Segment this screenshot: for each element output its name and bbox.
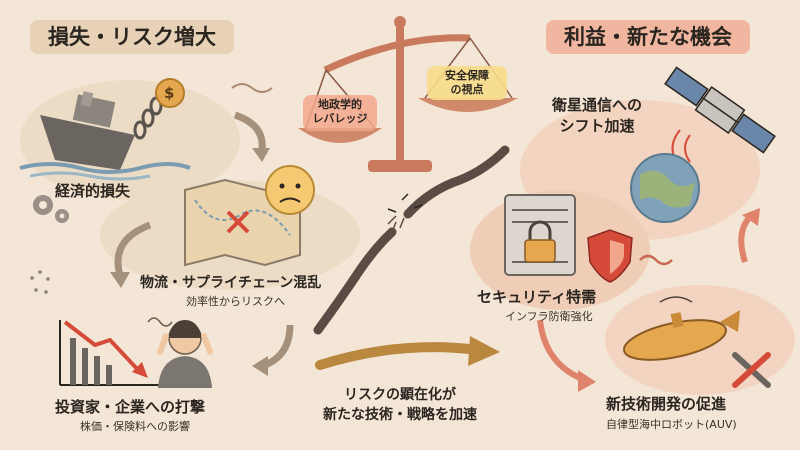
losses-heading: 損失・リスク増大: [30, 20, 234, 54]
economic-loss-label: 経済的損失: [55, 182, 131, 200]
wave-right-icon: [639, 254, 673, 266]
satellite-icon: [664, 66, 776, 169]
submarine-icon: [623, 296, 740, 361]
scale-right-label: 安全保障 の視点: [445, 69, 489, 96]
broken-cable-icon: [313, 145, 510, 335]
falling-chart-icon: [59, 320, 160, 386]
chain-icon: [133, 96, 163, 140]
arrow-ship-to-map: [233, 111, 266, 151]
sinking-ship-icon: [19, 91, 191, 181]
scribble-icon: [30, 270, 50, 294]
arrow-map-to-investor: [114, 221, 152, 276]
coin-symbol: $: [164, 84, 175, 102]
arrow-right-up-icon: [738, 212, 755, 263]
gear-icon: [33, 195, 69, 223]
wave-icon: [231, 83, 273, 93]
arrow-to-tech-icon: [537, 319, 587, 383]
tech-sub-label: 自律型海中ロボット(AUV): [606, 418, 737, 431]
worried-face-icon: [265, 165, 315, 215]
center-arrow-icon: [315, 342, 483, 370]
globe-icon: [630, 153, 700, 223]
center-caption: リスクの顕在化が 新たな技術・戦略を加速: [323, 387, 477, 423]
investor-sub-label: 株価・保険料への影響: [80, 420, 190, 433]
scale-left-label: 地政学的 レバレッジ: [312, 98, 368, 125]
investor-impact-label: 投資家・企業への打撃: [55, 398, 206, 416]
security-demand-label: セキュリティ特需: [477, 288, 597, 306]
stress-squiggle-icon: [147, 317, 173, 327]
stressed-person-icon: [157, 320, 213, 388]
logistics-disruption-label: 物流・サプライチェーン混乱: [140, 275, 322, 291]
padlock-icon: [524, 220, 556, 263]
server-icon: [504, 194, 576, 276]
tech-development-label: 新技術開発の促進: [606, 395, 727, 413]
gains-heading: 利益・新たな機会: [546, 20, 750, 54]
security-sub-label: インフラ防衛強化: [505, 310, 593, 323]
shield-icon: [587, 229, 633, 283]
wrench-icon: [732, 352, 771, 388]
balance-scale-icon: [298, 16, 518, 172]
coin-icon: [155, 78, 185, 108]
logistics-sub-label: 効率性からリスクへ: [186, 295, 285, 308]
satellite-shift-label: 衛星通信への シフト加速: [551, 96, 642, 135]
arrow-logistics-to-investor: [263, 324, 294, 369]
